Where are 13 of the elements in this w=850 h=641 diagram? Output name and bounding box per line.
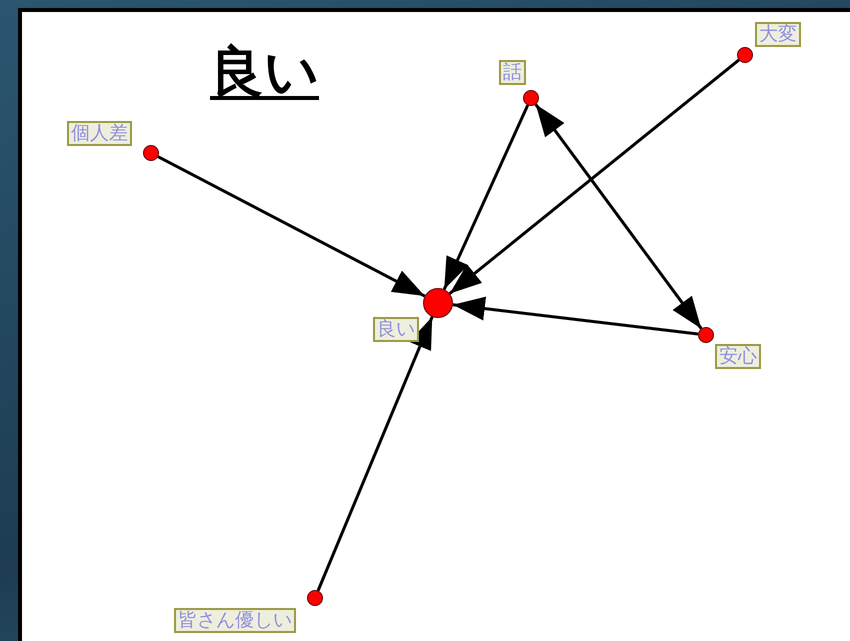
arrow xyxy=(157,155,426,298)
node-label: 話 xyxy=(499,60,526,85)
arrow xyxy=(442,104,530,290)
node-label: 大変 xyxy=(755,22,801,47)
node-label: 安心 xyxy=(715,344,761,369)
arrow xyxy=(316,316,434,592)
arrow xyxy=(534,104,702,330)
arrow xyxy=(452,296,698,336)
node-label: 皆さん優しい xyxy=(174,608,296,633)
node-label: 個人差 xyxy=(67,121,132,146)
title: 良い xyxy=(210,42,319,102)
arrow xyxy=(448,58,740,295)
node-label: 良い xyxy=(373,317,419,342)
